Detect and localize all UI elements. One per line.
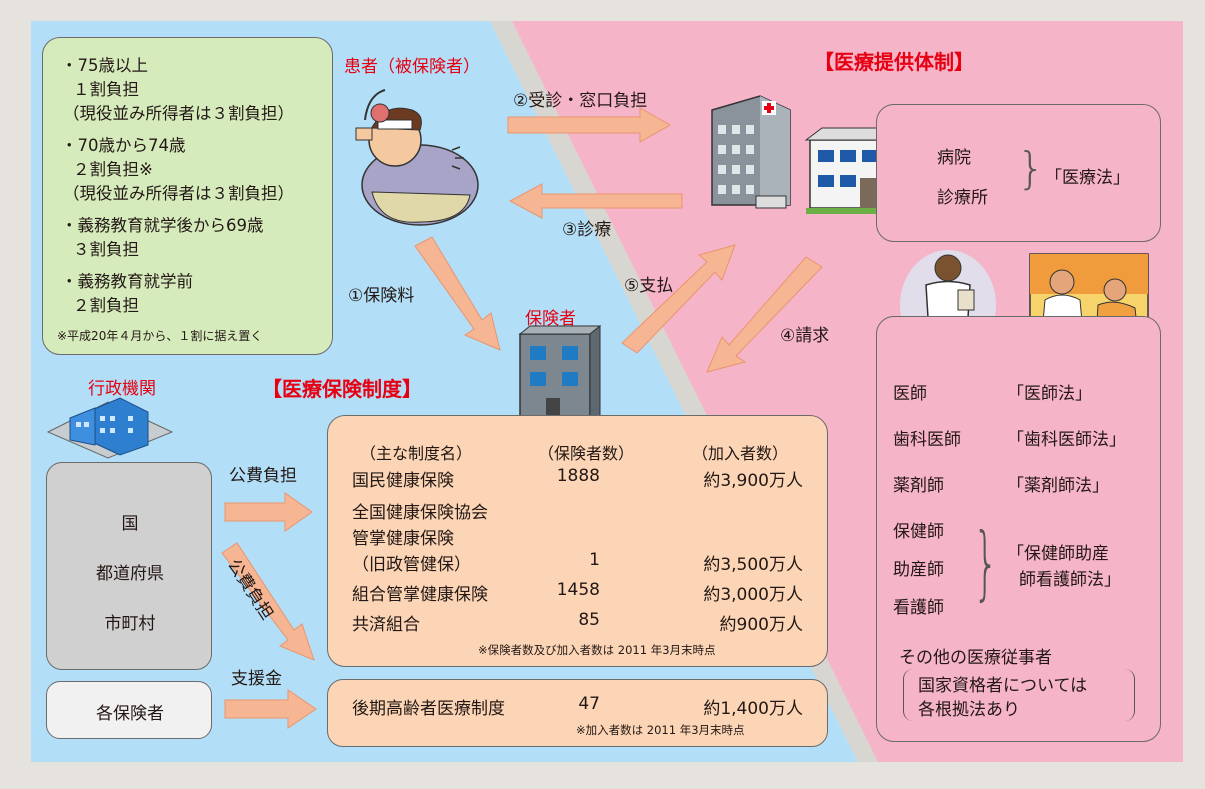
header-members: （加入者数） — [692, 444, 789, 463]
row-members: 約900万人 — [719, 615, 803, 635]
age-school-label: ・義務教育就学後から69歳 — [61, 216, 264, 235]
brace-icon: } — [973, 516, 999, 609]
brace-icon: } — [1017, 143, 1045, 194]
support-label: 支援金 — [231, 669, 282, 689]
age-70-note: （現役並み所得者は３割負担） — [63, 184, 294, 203]
copayment-box: ・75歳以上 １割負担 （現役並み所得者は３割負担） ・70歳から74歳 ２割負… — [42, 37, 333, 355]
header-count: （保険者数） — [538, 444, 635, 463]
row-count: 1888 — [556, 466, 600, 486]
arrow-premium — [414, 236, 501, 351]
flow-treatment-label: ③診療 — [562, 220, 612, 240]
insurance-system-table: （主な制度名） （保険者数） （加入者数） 国民健康保険 1888 約3,900… — [327, 415, 828, 667]
insurance-system-title: 【医療保険制度】 — [262, 377, 422, 401]
flow-consult-label: ②受診・窓口負担 — [513, 91, 648, 111]
copayment-note: ※平成20年４月から、１割に据え置く — [57, 329, 263, 343]
gov-municipality: 市町村 — [104, 614, 156, 634]
government-building-icon — [46, 397, 174, 459]
row-name: 国民健康保険 — [352, 471, 454, 491]
hospital-icon — [711, 95, 791, 209]
midwife-label: 助産師 — [893, 560, 944, 580]
age-preschool-label: ・義務教育就学前 — [61, 272, 193, 291]
nurse-law-line1: 「保健師助産 — [1007, 544, 1109, 564]
row-name: （旧政管健保） — [352, 555, 471, 575]
nurse-label: 看護師 — [893, 598, 944, 618]
flow-pay-label: ⑤支払 — [624, 276, 674, 296]
row-name: 全国健康保険協会 — [352, 503, 488, 523]
elder-count: 47 — [578, 694, 600, 714]
doctor-law: 「医師法」 — [1007, 384, 1092, 404]
arrow-pay — [621, 244, 736, 354]
other-staff-bracket: 国家資格者については 各根拠法あり — [903, 669, 1135, 721]
other-staff-label: その他の医療従事者 — [899, 648, 1052, 668]
patient-label: 患者（被保険者） — [344, 57, 480, 77]
dentist-label: 歯科医師 — [893, 430, 961, 450]
doctor-label: 医師 — [893, 384, 927, 404]
other-staff-note1: 国家資格者については — [918, 676, 1088, 696]
elder-note: ※加入者数は 2011 年3月末時点 — [576, 723, 745, 737]
pharmacist-label: 薬剤師 — [893, 476, 944, 496]
nurse-law-line2: 師看護師法」 — [1019, 570, 1121, 590]
row-members: 約3,500万人 — [703, 555, 803, 575]
row-members: 約3,900万人 — [703, 471, 803, 491]
insurer-building-icon — [518, 324, 602, 428]
elder-name: 後期高齢者医療制度 — [352, 699, 505, 719]
age-75-note: （現役並み所得者は３割負担） — [63, 104, 294, 123]
row-members: 約3,000万人 — [703, 585, 803, 605]
medical-law-label: 「医療法」 — [1045, 168, 1130, 188]
provider-system-title: 【医療提供体制】 — [814, 50, 974, 74]
insurers-label: 各保険者 — [96, 704, 164, 724]
row-count: 85 — [578, 610, 600, 630]
elder-members: 約1,400万人 — [703, 699, 803, 719]
arrow-public2 — [221, 542, 315, 661]
phn-label: 保健師 — [893, 522, 944, 542]
arrow-treatment — [508, 183, 683, 219]
facility-box: 病院 診療所 } 「医療法」 — [876, 104, 1161, 242]
header-name: （主な制度名） — [360, 444, 473, 463]
insurers-box: 各保険者 — [46, 681, 212, 739]
admin-label: 行政機関 — [88, 379, 156, 399]
arrow-consult — [507, 107, 672, 143]
pharmacist-law: 「薬剤師法」 — [1007, 476, 1109, 496]
hospital-label: 病院 — [937, 148, 971, 168]
gov-national: 国 — [121, 514, 139, 534]
age-70-rate: ２割負担※ — [73, 160, 153, 179]
arrow-claim — [706, 256, 823, 373]
arrow-public1 — [224, 492, 313, 532]
age-preschool-rate: ２割負担 — [73, 296, 139, 315]
gov-prefecture: 都道府県 — [96, 564, 164, 584]
other-staff-note2: 各根拠法あり — [918, 700, 1020, 720]
row-name: 共済組合 — [352, 615, 420, 635]
age-75-rate: １割負担 — [73, 80, 139, 99]
age-school-rate: ３割負担 — [73, 240, 139, 259]
arrow-support — [224, 689, 317, 729]
age-75-label: ・75歳以上 — [61, 56, 148, 75]
clinic-label: 診療所 — [937, 188, 988, 208]
elderly-system-box: 後期高齢者医療制度 47 約1,400万人 ※加入者数は 2011 年3月末時点 — [327, 679, 828, 747]
staff-box: 医師 「医師法」 歯科医師 「歯科医師法」 薬剤師 「薬剤師法」 保健師 助産師… — [876, 316, 1161, 742]
row-count: 1 — [589, 550, 600, 570]
row-name: 管掌健康保険 — [352, 529, 454, 549]
row-count: 1458 — [556, 580, 600, 600]
patient-illustration-icon — [355, 89, 479, 226]
table-note: ※保険者数及び加入者数は 2011 年3月末時点 — [478, 643, 716, 657]
row-name: 組合管掌健康保険 — [352, 585, 488, 605]
flow-premium-label: ①保険料 — [348, 286, 415, 306]
dentist-law: 「歯科医師法」 — [1007, 430, 1126, 450]
insurer-label: 保険者 — [525, 309, 576, 329]
government-box: 国 都道府県 市町村 — [46, 462, 212, 670]
flow-claim-label: ④請求 — [780, 326, 830, 346]
public-burden-label: 公費負担 — [229, 466, 297, 486]
age-70-label: ・70歳から74歳 — [61, 136, 186, 155]
